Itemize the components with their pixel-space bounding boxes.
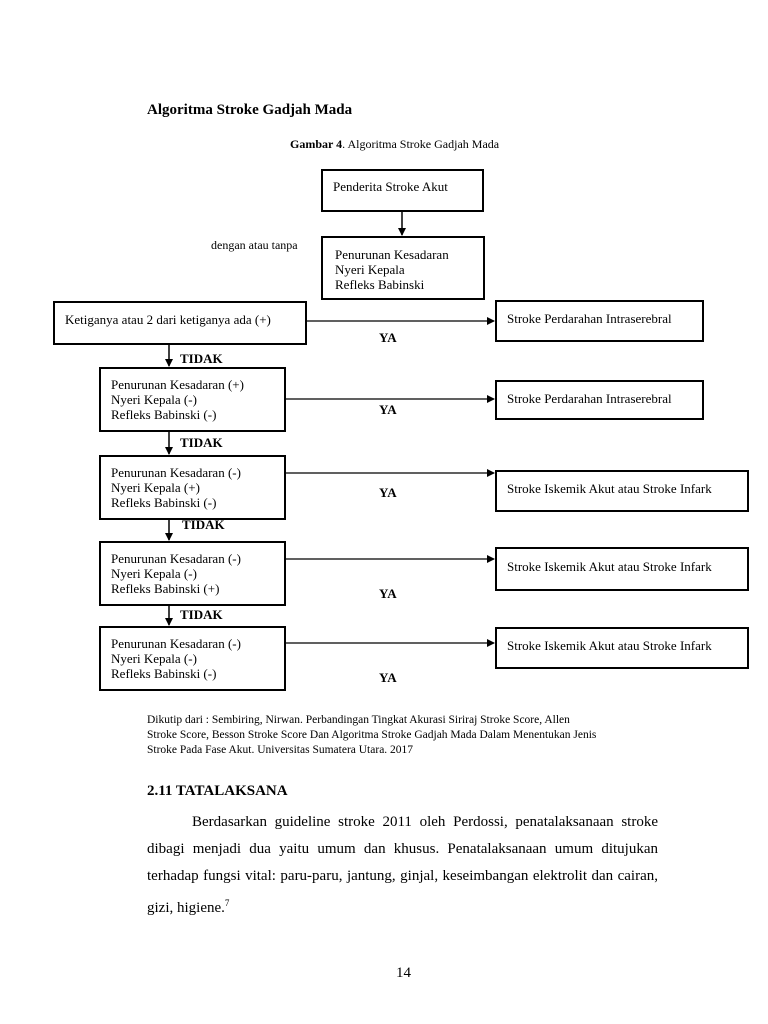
condition-line: Refleks Babinski (+) <box>111 581 220 596</box>
condition-line: Penurunan Kesadaran (-) <box>111 636 241 651</box>
figure-caption: Gambar 4. Algoritma Stroke Gadjah Mada <box>290 137 499 152</box>
outcome-text: Stroke Iskemik Akut atau Stroke Infark <box>507 481 712 496</box>
symptoms-box: Penurunan Kesadaran Nyeri Kepala Refleks… <box>321 236 485 300</box>
outcome-text: Stroke Perdarahan Intraserebral <box>507 391 672 406</box>
start-box-text: Penderita Stroke Akut <box>333 179 448 194</box>
condition-line: Penurunan Kesadaran (-) <box>111 551 241 566</box>
yes-label: YA <box>379 586 397 601</box>
footnote-ref: 7 <box>224 898 230 908</box>
symptom-item: Nyeri Kepala <box>335 262 405 277</box>
start-box: Penderita Stroke Akut <box>321 169 484 212</box>
outcome-box-5: Stroke Iskemik Akut atau Stroke Infark <box>495 627 749 669</box>
outcome-box-4: Stroke Iskemik Akut atau Stroke Infark <box>495 547 749 591</box>
condition-line: Refleks Babinski (-) <box>111 495 217 510</box>
condition-line: Refleks Babinski (-) <box>111 407 217 422</box>
outcome-box-1: Stroke Perdarahan Intraserebral <box>495 300 704 342</box>
yes-label: YA <box>379 485 397 500</box>
no-label: TIDAK <box>180 351 223 366</box>
symptom-item: Penurunan Kesadaran <box>335 247 449 262</box>
outcome-box-3: Stroke Iskemik Akut atau Stroke Infark <box>495 470 749 512</box>
condition-line: Refleks Babinski (-) <box>111 666 217 681</box>
outcome-text: Stroke Iskemik Akut atau Stroke Infark <box>507 559 712 574</box>
condition-line: Nyeri Kepala (-) <box>111 651 197 666</box>
subsection-heading: 2.11 TATALAKSANA <box>147 783 288 799</box>
condition-box-1: Penurunan Kesadaran (+) Nyeri Kepala (-)… <box>99 367 286 432</box>
figure-caption-text: . Algoritma Stroke Gadjah Mada <box>342 137 500 151</box>
yes-label: YA <box>379 670 397 685</box>
citation-line: Stroke Score, Besson Stroke Score Dan Al… <box>147 729 597 741</box>
condition-line: Penurunan Kesadaran (-) <box>111 465 241 480</box>
condition-line: Nyeri Kepala (-) <box>111 566 197 581</box>
paragraph-text: Berdasarkan guideline stroke 2011 oleh P… <box>147 814 658 916</box>
body-paragraph: Berdasarkan guideline stroke 2011 oleh P… <box>147 809 658 922</box>
citation-line: Stroke Pada Fase Akut. Universitas Sumat… <box>147 744 414 756</box>
citation-line: Dikutip dari : Sembiring, Nirwan. Perban… <box>147 714 570 726</box>
section-heading: Algoritma Stroke Gadjah Mada <box>147 102 353 118</box>
side-note: dengan atau tanpa <box>211 238 298 252</box>
condition-box-2: Penurunan Kesadaran (-) Nyeri Kepala (+)… <box>99 455 286 520</box>
outcome-text: Stroke Perdarahan Intraserebral <box>507 311 672 326</box>
no-label: TIDAK <box>182 517 225 532</box>
outcome-text: Stroke Iskemik Akut atau Stroke Infark <box>507 638 712 653</box>
outcome-box-2: Stroke Perdarahan Intraserebral <box>495 380 704 420</box>
condition-line: Nyeri Kepala (+) <box>111 480 200 495</box>
citation: Dikutip dari : Sembiring, Nirwan. Perban… <box>147 713 596 758</box>
page-number: 14 <box>396 965 411 981</box>
criteria-text: Ketiganya atau 2 dari ketiganya ada (+) <box>65 312 271 327</box>
figure-caption-number: Gambar 4 <box>290 137 343 151</box>
yes-label: YA <box>379 402 397 417</box>
condition-box-4: Penurunan Kesadaran (-) Nyeri Kepala (-)… <box>99 626 286 691</box>
yes-label: YA <box>379 330 397 345</box>
symptom-item: Refleks Babinski <box>335 277 425 292</box>
condition-box-3: Penurunan Kesadaran (-) Nyeri Kepala (-)… <box>99 541 286 606</box>
condition-line: Penurunan Kesadaran (+) <box>111 377 244 392</box>
no-label: TIDAK <box>180 435 223 450</box>
no-label: TIDAK <box>180 607 223 622</box>
criteria-box: Ketiganya atau 2 dari ketiganya ada (+) <box>53 301 307 345</box>
condition-line: Nyeri Kepala (-) <box>111 392 197 407</box>
